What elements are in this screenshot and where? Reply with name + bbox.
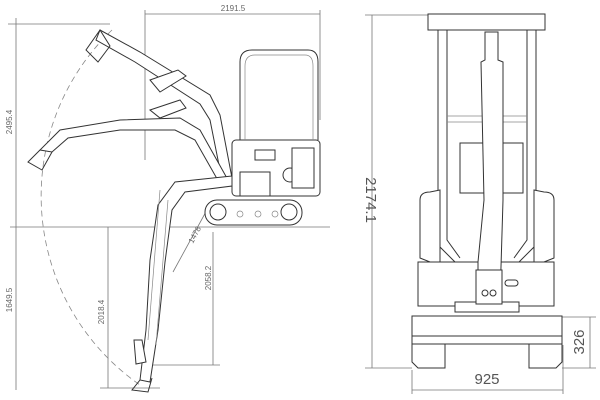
front-dimension-lines: [365, 14, 596, 394]
dim-overall-length: 2191.5: [221, 4, 246, 13]
dim-dump-depth: 2058.2: [204, 265, 213, 290]
dim-min-swing-radius: 1478: [187, 224, 204, 244]
reach-arc: [40, 29, 141, 386]
dim-ground-clearance: 326: [571, 329, 588, 354]
boom-mid-pose: [27, 99, 229, 185]
boom-lowered-pose: [131, 175, 233, 393]
front-view: 2174.1 925 326: [362, 13, 596, 394]
dim-overall-height: 2174.1: [362, 177, 379, 223]
dim-max-digging-depth: 1649.5: [5, 287, 14, 312]
dim-vertical-wall-depth: 2018.4: [97, 299, 106, 324]
dimension-lines: [8, 10, 330, 390]
side-machine: [204, 49, 321, 226]
dim-track-width: 925: [474, 371, 499, 388]
boom-raised-pose: [85, 29, 233, 181]
side-view: 2191.5 2495.4 1649.5 2018.4 2058.2 1478: [5, 4, 330, 393]
dim-max-digging-height: 2495.4: [5, 109, 14, 134]
front-machine: [411, 13, 563, 369]
